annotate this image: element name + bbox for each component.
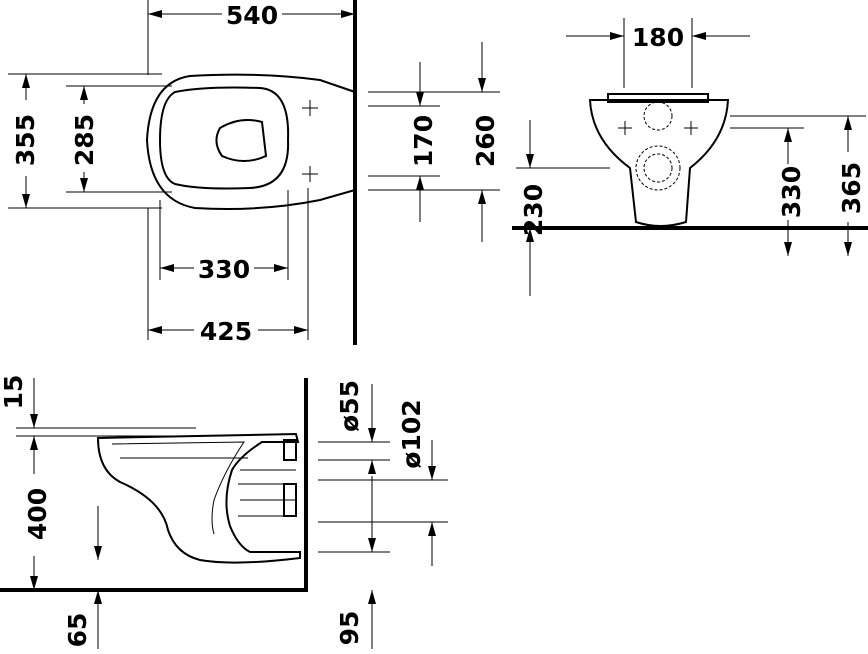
bowl-outline-top <box>145 73 356 210</box>
dim-540: 540 <box>226 1 278 30</box>
front-view: 180 230 330 <box>512 18 868 296</box>
bowl-inner-top <box>158 86 290 190</box>
bolt-icon-top-1 <box>302 100 318 116</box>
inlet-pipe-side <box>283 439 297 461</box>
dim-95: 95 <box>335 611 364 646</box>
dim-330-top: 330 <box>198 255 250 284</box>
bowl-inner-side <box>111 441 245 535</box>
outlet-top <box>215 119 268 162</box>
dim-365: 365 <box>837 162 866 214</box>
dim-170: 170 <box>409 115 438 167</box>
dim-355: 355 <box>11 114 40 166</box>
dim-180: 180 <box>632 23 684 52</box>
top-view: 540 355 285 <box>8 0 357 346</box>
dim-330-front: 330 <box>777 166 806 218</box>
bolt-icon-top-2 <box>302 166 318 182</box>
dim-o102: ø102 <box>397 399 426 468</box>
bowl-outline-side <box>96 432 301 564</box>
dim-400: 400 <box>23 488 52 540</box>
dim-425: 425 <box>200 317 252 346</box>
bolt-icon-front-2 <box>684 121 698 135</box>
side-view: 15 400 65 ø55 ø102 95 <box>0 375 448 649</box>
outlet-circle-front <box>635 145 681 191</box>
dim-230: 230 <box>519 184 548 236</box>
bolt-icon-front-1 <box>618 121 632 135</box>
inlet-circle-front <box>643 101 673 131</box>
dim-65: 65 <box>63 613 92 648</box>
bowl-outline-front <box>588 99 730 227</box>
dim-15: 15 <box>0 375 28 410</box>
dim-o55: ø55 <box>335 380 364 432</box>
dim-260: 260 <box>471 115 500 167</box>
dim-285: 285 <box>70 114 99 166</box>
mounting-view: 170 260 <box>368 42 500 242</box>
